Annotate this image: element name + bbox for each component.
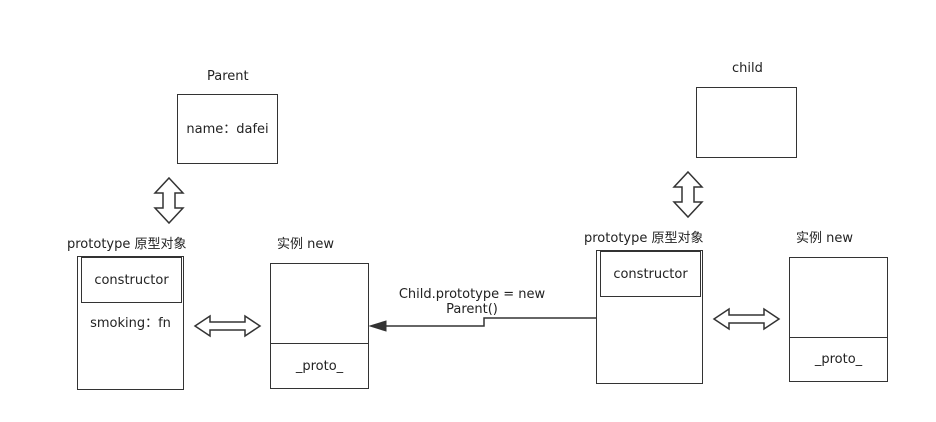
child-prototype-box: constructor	[596, 250, 703, 384]
parent-prototype-title: prototype 原型对象	[67, 237, 187, 252]
prototype-connector	[368, 317, 596, 332]
child-instance-box: _proto_	[789, 257, 888, 382]
parent-instance-divider	[271, 343, 368, 344]
child-constructor-box: constructor	[600, 251, 701, 297]
parent-constructor-label: constructor	[94, 272, 169, 288]
parent-vertical-double-arrow-icon	[153, 176, 185, 225]
parent-box: name：dafei	[177, 94, 278, 164]
child-box	[696, 87, 797, 158]
parent-constructor-box: constructor	[81, 257, 182, 303]
child-prototype-title: prototype 原型对象	[584, 231, 704, 246]
parent-horizontal-double-arrow-icon	[193, 314, 262, 338]
child-instance-proto: _proto_	[814, 352, 863, 367]
parent-title: Parent	[207, 69, 249, 84]
connector-label-line2: Parent()	[446, 302, 498, 317]
parent-instance-box: _proto_	[270, 263, 369, 389]
child-horizontal-double-arrow-icon	[712, 307, 781, 331]
parent-prototype-box: constructor smoking：fn	[77, 256, 184, 390]
child-title: child	[732, 61, 763, 76]
parent-instance-title: 实例 new	[277, 237, 335, 252]
child-instance-title: 实例 new	[796, 231, 854, 246]
child-vertical-double-arrow-icon	[672, 170, 704, 219]
parent-content: name：dafei	[186, 122, 269, 137]
child-constructor-label: constructor	[613, 266, 688, 282]
connector-label-line1: Child.prototype = new	[398, 287, 546, 302]
parent-prototype-content: smoking：fn	[90, 316, 171, 331]
arrowhead-left-icon	[368, 320, 387, 332]
parent-instance-proto: _proto_	[295, 359, 344, 374]
child-instance-divider	[790, 337, 887, 338]
